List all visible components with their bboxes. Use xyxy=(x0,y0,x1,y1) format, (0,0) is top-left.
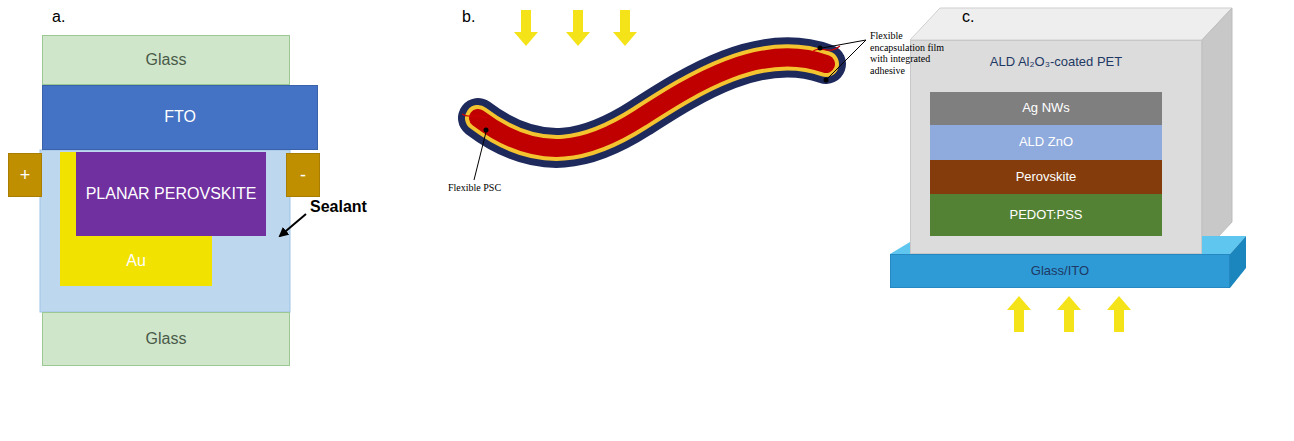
layer-text: Au xyxy=(123,252,149,270)
callout-label: Sealant xyxy=(310,198,367,216)
layer-text: Glass xyxy=(143,51,190,69)
layer-text: - xyxy=(297,165,309,186)
pet-top-face xyxy=(910,8,1232,40)
layer-text: Ag NWs xyxy=(1019,101,1073,116)
gold-electrode: Au xyxy=(60,236,212,286)
sealant-region xyxy=(40,150,290,312)
glass-side-face xyxy=(1230,236,1246,288)
glass-layer: Glass xyxy=(42,312,290,366)
layer-text: PEDOT:PSS xyxy=(1007,208,1086,223)
glass-ito-substrate: Glass/ITO xyxy=(890,254,1230,288)
contact-wires xyxy=(462,46,840,118)
layer-text: Perovskite xyxy=(1013,170,1080,185)
gold-strip xyxy=(60,152,76,236)
layer-text: + xyxy=(17,165,34,186)
panel-label: b. xyxy=(462,8,475,26)
callout-label: Flexible encapsulation film with integra… xyxy=(870,30,948,76)
flexible-cell xyxy=(478,57,826,148)
pet-side-face xyxy=(1202,8,1232,254)
fto-layer: FTO xyxy=(42,85,318,150)
layer-text: ALD ZnO xyxy=(1016,135,1076,150)
zno-layer: ALD ZnO xyxy=(930,125,1162,160)
layer-text: Glass/ITO xyxy=(1028,264,1092,279)
leader-arrow xyxy=(280,214,306,236)
glass-layer: Glass xyxy=(42,35,290,85)
layer-text: ALD Al₂O₃-coated PET xyxy=(987,55,1125,70)
layer-text: FTO xyxy=(161,108,199,126)
perovskite-layer: Perovskite xyxy=(930,160,1162,194)
light-arrows xyxy=(1007,296,1131,332)
pedot-layer: PEDOT:PSS xyxy=(930,194,1162,236)
terminal: - xyxy=(286,153,320,197)
leader-lines xyxy=(474,40,866,180)
panel-label: a. xyxy=(52,8,65,26)
layer-text: Glass xyxy=(143,330,190,348)
contact-dots xyxy=(484,46,829,133)
callout-label: Flexible PSC xyxy=(448,182,518,194)
light-arrows xyxy=(514,10,637,46)
silver-nanowire-layer: Ag NWs xyxy=(930,92,1162,125)
perovskite-layer: PLANAR PEROVSKITE xyxy=(76,152,266,236)
terminal: + xyxy=(8,153,42,197)
layer-text: PLANAR PEROVSKITE xyxy=(83,185,260,203)
panel-label: c. xyxy=(962,8,974,26)
